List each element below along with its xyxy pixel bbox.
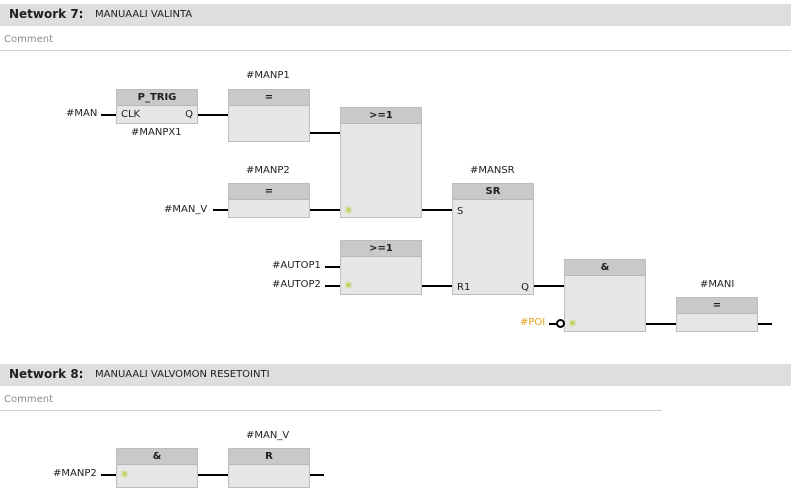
comment-placeholder: Comment <box>4 34 53 45</box>
network-comment[interactable]: Comment <box>0 390 662 411</box>
sparkle-icon: ✳ <box>120 468 130 481</box>
wire <box>198 474 228 476</box>
operand-manp2[interactable]: #MANP2 <box>53 468 97 479</box>
block-title: = <box>229 184 309 200</box>
comment-placeholder: Comment <box>4 394 53 405</box>
wire <box>325 266 340 268</box>
block-title: & <box>117 449 197 465</box>
pin-q: Q <box>521 282 529 293</box>
sparkle-icon: ✳ <box>568 317 578 330</box>
wire <box>101 114 116 116</box>
pin-clk: CLK <box>121 109 141 120</box>
operand-mani[interactable]: #MANI <box>700 279 735 290</box>
wire <box>422 209 452 211</box>
pin-r1: R1 <box>457 282 471 293</box>
block-title: = <box>677 298 757 314</box>
wire <box>758 323 772 325</box>
wire <box>534 285 564 287</box>
sparkle-icon: ✳ <box>344 204 354 217</box>
block-title: & <box>565 260 645 276</box>
block-title: R <box>229 449 309 465</box>
and-block[interactable]: & ✳ <box>564 259 646 332</box>
negation-circle-icon <box>556 319 565 328</box>
assignment-box-manp1[interactable]: = <box>228 89 310 142</box>
wire <box>213 209 228 211</box>
wire <box>310 132 340 134</box>
operand-man-v[interactable]: #MAN_V <box>246 430 290 441</box>
wire <box>310 209 340 211</box>
wire <box>549 323 557 325</box>
sr-block[interactable]: SR S R1 Q <box>452 183 534 295</box>
operand-autop1[interactable]: #AUTOP1 <box>272 260 321 271</box>
block-title: = <box>229 90 309 106</box>
network-title[interactable]: MANUAALI VALVOMON RESETOINTI <box>95 369 270 380</box>
and-block[interactable]: & ✳ <box>116 448 198 488</box>
block-title: SR <box>453 184 533 200</box>
instance-manpx1[interactable]: #MANPX1 <box>131 127 182 138</box>
pin-s: S <box>457 206 464 217</box>
p-trig-block[interactable]: P_TRIG CLK Q <box>116 89 198 124</box>
network-number: Network 7: <box>9 7 84 21</box>
operand-man[interactable]: #MAN <box>66 108 98 119</box>
operand-manp1[interactable]: #MANP1 <box>246 70 290 81</box>
wire <box>101 474 116 476</box>
network-comment[interactable]: Comment <box>0 30 791 51</box>
or-block-1[interactable]: >=1 ✳ <box>340 107 422 218</box>
network-number: Network 8: <box>9 367 84 381</box>
assignment-box-manp2[interactable]: = <box>228 183 310 218</box>
network-8-header[interactable]: Network 8: MANUAALI VALVOMON RESETOINTI <box>0 364 791 386</box>
reset-box[interactable]: R <box>228 448 310 488</box>
assignment-box-mani[interactable]: = <box>676 297 758 332</box>
wire <box>198 114 228 116</box>
block-title: >=1 <box>341 241 421 257</box>
wire <box>310 474 324 476</box>
operand-manp2[interactable]: #MANP2 <box>246 165 290 176</box>
sparkle-icon: ✳ <box>344 279 354 292</box>
wire <box>422 285 452 287</box>
instance-mansr[interactable]: #MANSR <box>470 165 515 176</box>
operand-poi[interactable]: #POI <box>520 317 546 328</box>
wire <box>646 323 676 325</box>
operand-man-v[interactable]: #MAN_V <box>164 204 208 215</box>
pin-q: Q <box>185 109 193 120</box>
network-7-header[interactable]: Network 7: MANUAALI VALINTA <box>0 4 791 26</box>
block-title: >=1 <box>341 108 421 124</box>
operand-autop2[interactable]: #AUTOP2 <box>272 279 321 290</box>
wire <box>325 285 340 287</box>
block-title: P_TRIG <box>117 90 197 106</box>
or-block-2[interactable]: >=1 ✳ <box>340 240 422 295</box>
network-title[interactable]: MANUAALI VALINTA <box>95 9 193 20</box>
